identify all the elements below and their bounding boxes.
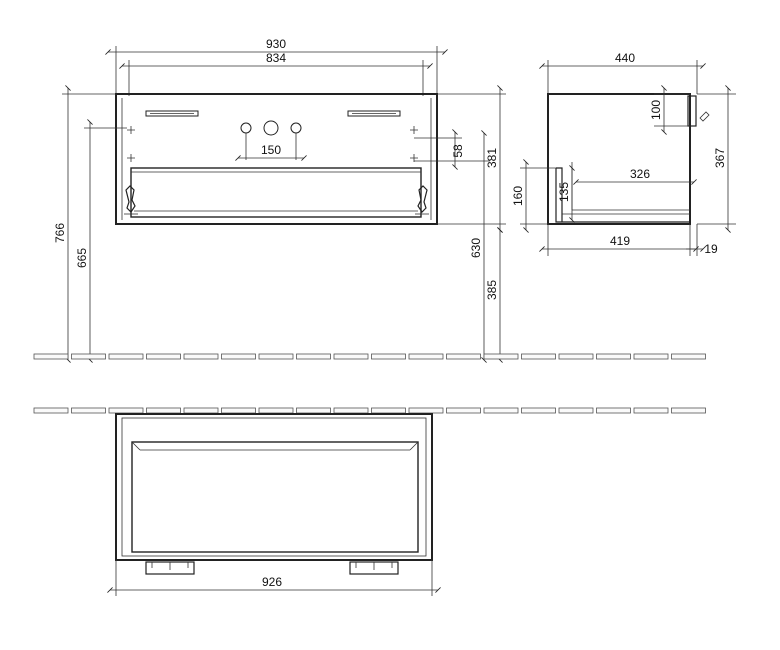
- tap-hole-right: [290, 122, 302, 134]
- floor-tiles-row-upper: [33, 353, 706, 360]
- hinge-right: [415, 185, 429, 215]
- floor-tile: [408, 353, 444, 360]
- floor-tile: [296, 407, 331, 414]
- floor-tile: [333, 353, 369, 360]
- dim-label-top-gap: 100: [649, 100, 663, 120]
- floor-tile: [596, 353, 631, 360]
- floor-tile: [146, 353, 181, 360]
- dim-label-inner-depth: 326: [630, 167, 650, 181]
- dim-label-drawer-height: 160: [511, 186, 525, 206]
- dim-label-overall-width: 930: [266, 37, 286, 51]
- bracket-left: [145, 110, 199, 117]
- floor-tile: [633, 407, 669, 414]
- dim-label-inner-width: 834: [266, 51, 286, 65]
- floor-tile: [558, 407, 594, 414]
- dim-label-tap-spacing: 150: [261, 143, 281, 157]
- plan-view: 926: [107, 413, 441, 596]
- dim-label-lip: 19: [704, 242, 718, 256]
- floor-tile: [596, 407, 631, 414]
- floor-tile: [408, 407, 444, 414]
- side-back-panel: [687, 95, 697, 127]
- dim-label-height-a: 665: [75, 248, 89, 268]
- floor-tile: [446, 407, 481, 414]
- floor-tile: [446, 353, 481, 360]
- floor-tile: [108, 353, 144, 360]
- floor-tile: [483, 353, 519, 360]
- hinge-left: [124, 185, 138, 215]
- dim-label-height-c: 385: [485, 280, 499, 300]
- floor-tile: [108, 407, 144, 414]
- floor-tile: [671, 353, 706, 360]
- plan-drawer-box: [131, 441, 419, 553]
- floor-tile: [296, 353, 331, 360]
- floor-tile: [371, 407, 406, 414]
- floor-tile: [333, 407, 369, 414]
- dim-label-side-height: 367: [713, 148, 727, 168]
- dim-label-base-depth: 419: [610, 234, 630, 248]
- tap-hole-left: [240, 122, 252, 134]
- floor-tile: [33, 353, 69, 360]
- floor-tile: [521, 407, 556, 414]
- floor-tile: [521, 353, 556, 360]
- floor-tile: [558, 353, 594, 360]
- dim-label-body-height: 381: [485, 148, 499, 168]
- floor-tile: [483, 407, 519, 414]
- floor-tile: [633, 353, 669, 360]
- floor-tile: [221, 407, 256, 414]
- bracket-right: [347, 110, 401, 117]
- side-drawer: [555, 167, 690, 223]
- dim-label-offset-small: 58: [451, 144, 465, 158]
- floor-tile: [671, 407, 706, 414]
- floor-tile: [71, 353, 106, 360]
- dim-label-height-b: 630: [469, 238, 483, 258]
- tap-hole-center: [263, 120, 279, 136]
- dim-label-plan-width: 926: [262, 575, 282, 589]
- dim-label-total-height: 766: [53, 223, 67, 243]
- floor-tile: [258, 353, 294, 360]
- dim-label-inner-height: 135: [557, 182, 571, 202]
- cabinet-front-outline: [115, 93, 438, 225]
- floor-tiles-row-lower: [33, 407, 706, 414]
- cabinet-plan-outline: [115, 413, 433, 561]
- floor-tile: [221, 353, 256, 360]
- floor-tile: [258, 407, 294, 414]
- floor-tile: [183, 407, 219, 414]
- drawer-front: [130, 167, 422, 218]
- floor-tile: [33, 407, 69, 414]
- front-view: 930 834 150 58: [53, 37, 506, 363]
- dim-label-depth: 440: [615, 51, 635, 65]
- plan-inner-outline: [121, 417, 427, 557]
- floor-tile: [71, 407, 106, 414]
- cabinet-side-outline: [547, 93, 691, 225]
- floor-tile: [146, 407, 181, 414]
- floor-tile: [371, 353, 406, 360]
- side-view: 440 100 326 367 160 135: [511, 51, 736, 256]
- floor-tile: [183, 353, 219, 360]
